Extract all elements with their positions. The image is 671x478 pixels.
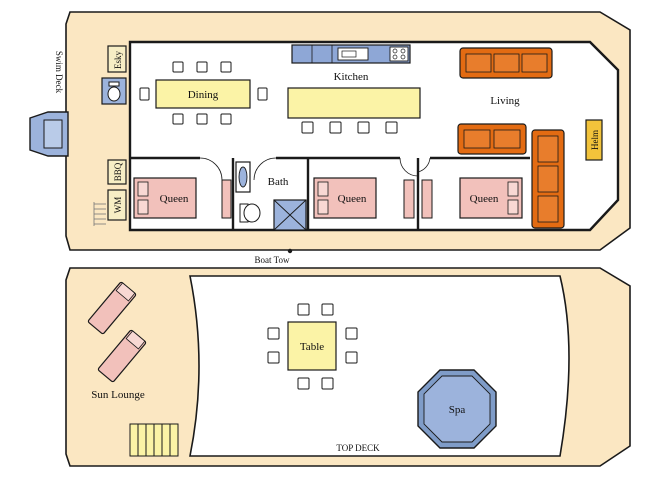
top-deck: Sun Lounge Table Spa: [65, 267, 631, 467]
kitchen-bench: [291, 44, 411, 64]
living-sofa-top: [459, 47, 553, 79]
swim-ladder-inner: [43, 119, 63, 149]
toilet-tank: [108, 81, 120, 87]
top-deck-title: TOP DECK: [336, 443, 380, 453]
wardrobe-2: [403, 179, 415, 219]
table-label: Table: [300, 341, 324, 353]
wm-label: WM: [113, 197, 123, 214]
dining-chairs: [139, 61, 268, 125]
bath-label: Bath: [268, 176, 289, 188]
lower-deck: Swim Deck Esky BBQ WM Dining: [29, 11, 631, 265]
island-stools: [301, 121, 398, 134]
top-deck-area: [189, 275, 570, 457]
bedroom-1: Queen: [133, 177, 232, 219]
bbq: [107, 159, 127, 185]
boat-tow-label: Boat Tow: [255, 255, 290, 265]
spa-label: Spa: [449, 404, 466, 416]
boat-tow-point: [287, 248, 293, 254]
lower-stairs: [93, 202, 106, 226]
sun-lounger-2: [97, 329, 147, 383]
sun-lounger-1: [87, 281, 137, 335]
toilet-bowl: [243, 203, 261, 223]
bathroom: Bath: [235, 161, 307, 231]
toilet-icon: [107, 86, 121, 102]
dining-table: [155, 79, 251, 109]
dining-label: Dining: [188, 89, 219, 101]
bed-2-label: Queen: [338, 193, 367, 205]
top-deck-table: [287, 321, 337, 371]
esky: [107, 45, 127, 73]
esky-label: Esky: [113, 51, 123, 70]
kitchen-label: Kitchen: [334, 71, 369, 83]
sun-lounge-label: Sun Lounge: [91, 389, 145, 401]
living-label: Living: [490, 95, 520, 107]
kitchen-island: [287, 87, 421, 119]
bed-3-label: Queen: [470, 193, 499, 205]
top-deck-chairs: [267, 303, 358, 390]
cooktop: [389, 46, 409, 62]
door-swings: [199, 157, 431, 181]
interior-walls: [130, 156, 530, 230]
top-deck-stairs: [129, 423, 179, 457]
bedroom-2: Queen: [313, 177, 415, 219]
bedroom-3: Queen: [421, 177, 523, 219]
washing-machine: [107, 189, 127, 221]
living-sofa-bottom: [457, 123, 527, 155]
helm-label: Helm: [590, 130, 600, 150]
wardrobe-3: [421, 179, 433, 219]
wardrobe-1: [221, 179, 232, 219]
bbq-label: BBQ: [113, 162, 123, 181]
bed-1-label: Queen: [160, 193, 189, 205]
spa: Spa: [417, 369, 497, 449]
swim-deck-label: Swim Deck: [54, 51, 64, 94]
helm: [585, 119, 603, 161]
living-sofa-side: [531, 129, 565, 229]
